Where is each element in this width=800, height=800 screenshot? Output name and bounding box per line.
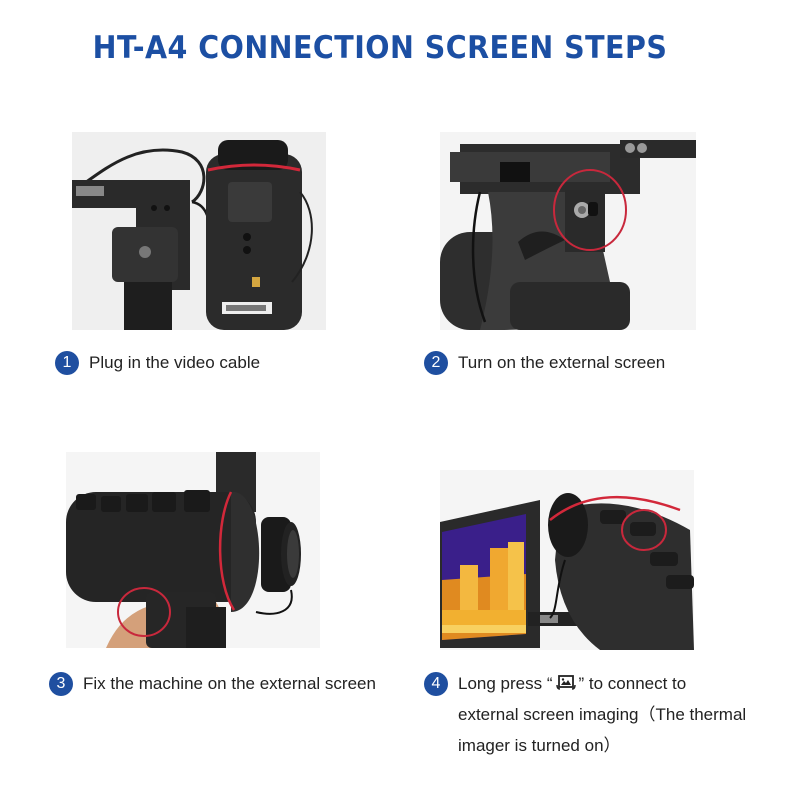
- step-number-badge: 2: [424, 351, 448, 375]
- step-number-badge: 1: [55, 351, 79, 375]
- step-4-line-1: Long press “” to connect to: [458, 674, 687, 693]
- step-4-text: Long press “” to connect to external scr…: [458, 668, 746, 761]
- step-3: 3 Fix the machine on the external screen: [49, 672, 376, 699]
- step-3-text: Fix the machine on the external screen: [83, 674, 376, 693]
- step-4-line-3: imager is turned on）: [458, 736, 621, 755]
- step-2-photo: [440, 132, 696, 330]
- step-4-line-2: external screen imaging（The thermal: [458, 705, 747, 724]
- page-title: HT-A4 CONNECTION SCREEN STEPS: [92, 30, 668, 66]
- step-1: 1 Plug in the video cable: [55, 351, 260, 378]
- step-1-photo: [72, 132, 326, 330]
- step-number-badge: 4: [424, 672, 448, 696]
- step-2-text: Turn on the external screen: [458, 353, 666, 372]
- step-4: 4 Long press “” to connect to external s…: [424, 672, 746, 761]
- image-mode-button-icon: [555, 674, 577, 691]
- step-1-text: Plug in the video cable: [89, 353, 261, 372]
- step-4-photo: [440, 470, 694, 650]
- step-2: 2 Turn on the external screen: [424, 351, 665, 378]
- step-number-badge: 3: [49, 672, 73, 696]
- step-3-photo: [66, 452, 320, 648]
